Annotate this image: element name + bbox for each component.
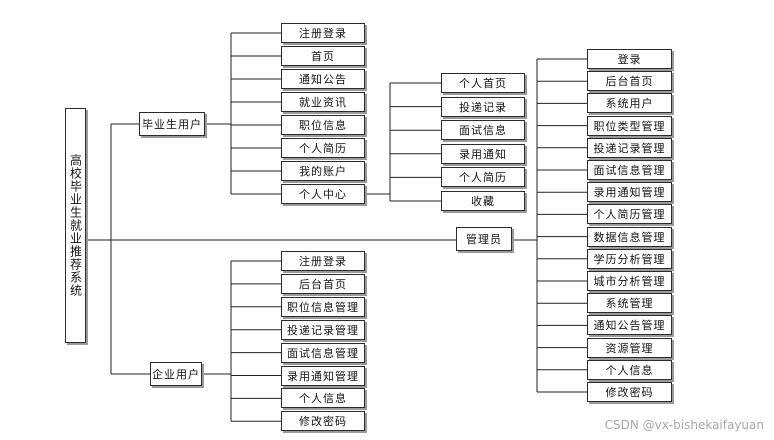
graduate-menu-item: 我的账户 [281, 161, 365, 181]
admin-menu-item: 个人信息 [587, 359, 672, 380]
admin-menu-item: 个人简历管理 [587, 204, 672, 225]
graduate-menu-item: 个人简历 [281, 138, 365, 158]
admin-menu-item: 登录 [587, 49, 672, 69]
company-menu-item: 面试信息管理 [281, 342, 365, 363]
admin-menu-item: 学历分析管理 [587, 248, 672, 269]
company-menu-item: 录用通知管理 [281, 365, 365, 386]
graduate-menu-item: 注册登录 [281, 23, 365, 43]
admin-menu-item: 录用通知管理 [587, 182, 672, 203]
graduate-menu-item: 职位信息 [281, 115, 365, 135]
company-menu-item: 注册登录 [281, 251, 365, 271]
personal-center-menu-item: 个人首页 [441, 73, 525, 93]
admin-menu-item: 城市分析管理 [587, 271, 672, 291]
graduate-menu-item: 就业资讯 [281, 92, 365, 112]
company-menu-item: 后台首页 [281, 273, 365, 294]
graduate-menu-item: 个人中心 [281, 184, 365, 204]
admin-menu-item: 系统用户 [587, 93, 672, 114]
admin-menu-item: 资源管理 [587, 337, 672, 358]
graduate-menu-item: 首页 [281, 46, 365, 66]
admin-node: 管理员 [456, 227, 512, 251]
personal-center-menu-item: 录用通知 [441, 143, 525, 164]
personal-center-menu-item: 个人简历 [441, 167, 525, 188]
admin-menu-item: 职位类型管理 [587, 115, 672, 136]
admin-menu-item: 修改密码 [587, 382, 672, 402]
personal-center-menu-item: 投递记录 [441, 96, 525, 117]
graduate-menu-item: 通知公告 [281, 69, 365, 89]
company-user-node: 企业用户 [150, 362, 202, 386]
graduate-user-node: 毕业生用户 [139, 112, 205, 136]
admin-menu-item: 系统管理 [587, 293, 672, 314]
admin-menu-item: 投递记录管理 [587, 137, 672, 158]
admin-menu-item: 后台首页 [587, 71, 672, 92]
company-menu-item: 个人信息 [281, 388, 365, 409]
company-menu-item: 投递记录管理 [281, 319, 365, 340]
company-menu-item: 修改密码 [281, 411, 365, 432]
personal-center-menu-item: 面试信息 [441, 120, 525, 141]
admin-menu-item: 面试信息管理 [587, 160, 672, 180]
csdn-watermark: CSDN @vx-bishekaifayuan [604, 418, 764, 432]
system-root-node: 高校毕业生就业推荐系统 [65, 108, 86, 343]
admin-menu-item: 通知公告管理 [587, 315, 672, 336]
admin-menu-item: 数据信息管理 [587, 226, 672, 247]
personal-center-menu-item: 收藏 [441, 191, 525, 211]
company-menu-item: 职位信息管理 [281, 296, 365, 317]
